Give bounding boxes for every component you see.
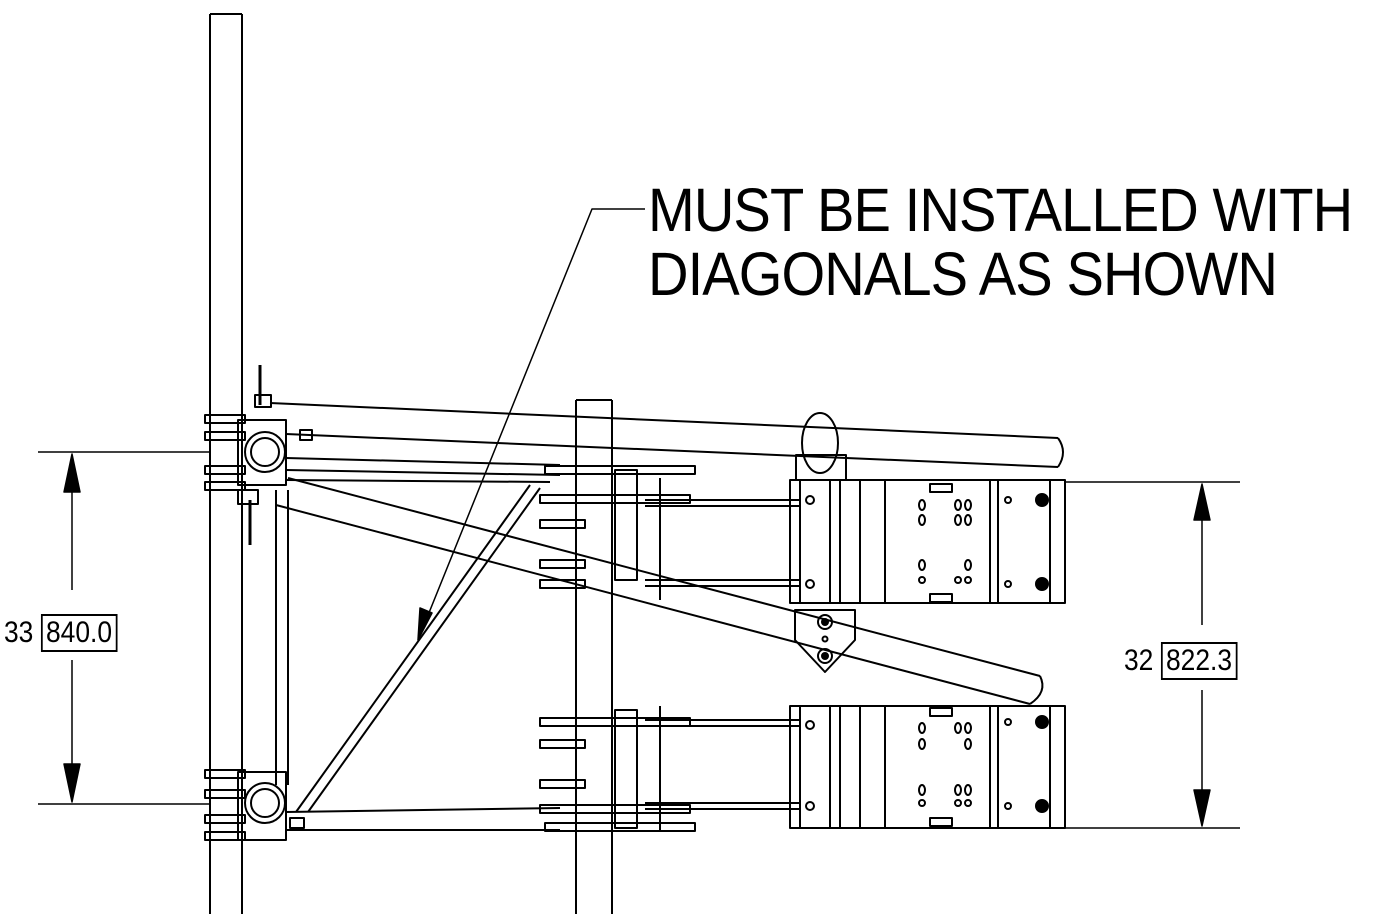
installation-note: MUST BE INSTALLED WITH DIAGONALS AS SHOW… (648, 176, 1353, 308)
upper-pole-clamp (204, 394, 313, 505)
cross-pole (575, 399, 613, 914)
lower-mount-frame (789, 705, 1066, 829)
top-horizontal-pipe (269, 402, 1064, 468)
lower-cross-clamp (539, 706, 800, 832)
note-leader (417, 208, 645, 641)
vertical-strut (275, 490, 289, 785)
right-dimension-metric: 822.3 (1160, 642, 1238, 680)
note-line-1: MUST BE INSTALLED WITH (648, 176, 1353, 244)
right-dimension-label: 32 822.3 (1124, 642, 1238, 680)
upper-mount-frame (789, 479, 1066, 604)
left-dimension-lines (38, 451, 210, 805)
upper-cross-clamp (539, 465, 800, 600)
note-line-2: DIAGONALS AS SHOWN (648, 240, 1278, 308)
right-dimension-value: 32 (1124, 644, 1154, 677)
left-dimension-value: 33 (4, 616, 34, 649)
lower-pole-clamp (204, 769, 305, 841)
diagonal-pipe (275, 477, 1044, 705)
diagonal-brace (295, 484, 541, 813)
upper-horizontal-arms (285, 457, 561, 483)
swivel-bracket (794, 609, 856, 673)
left-dimension-label: 33 840.0 (4, 614, 118, 652)
left-dimension-metric: 840.0 (40, 614, 118, 652)
main-pole (209, 13, 243, 914)
pipe-saddle (795, 412, 847, 481)
right-dimension-lines (1065, 481, 1240, 829)
lower-horizontal-arms (285, 807, 561, 831)
threaded-rods (248, 365, 262, 545)
